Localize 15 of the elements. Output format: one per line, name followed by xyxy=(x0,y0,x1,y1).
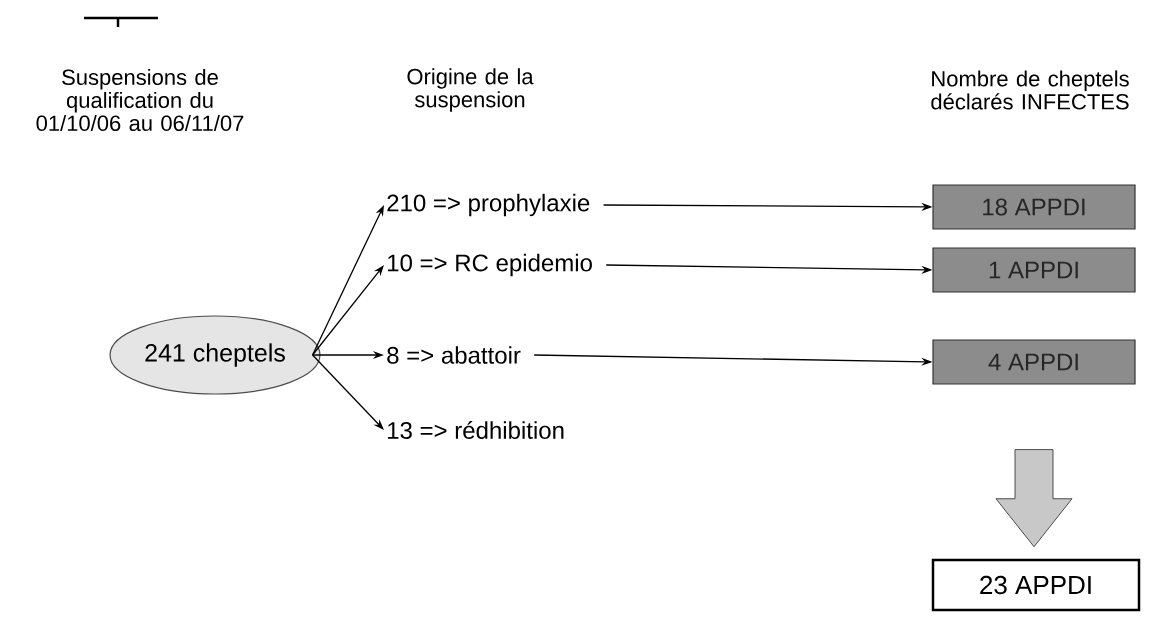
count-box: 18 APPDI xyxy=(932,184,1136,230)
origin-text: 10 => RC epidemio xyxy=(388,253,592,277)
origin-text: 210 => prophylaxie xyxy=(387,193,590,217)
ellipse-node: 241 cheptels xyxy=(109,315,321,395)
column-heading: Suspensions de qualification du 01/10/06 au 06/11/07 xyxy=(36,68,244,132)
total-box: 23 APPDI xyxy=(931,558,1141,612)
count-box: 4 APPDI xyxy=(932,339,1136,385)
count-box: 1 APPDI xyxy=(932,247,1136,293)
block-arrow xyxy=(995,449,1073,548)
column-heading: Origine de la suspension xyxy=(407,68,534,112)
origin-text: 13 => rédhibition xyxy=(388,421,564,439)
arrow xyxy=(311,265,384,356)
column-heading: Nombre de cheptels déclarés INFECTES xyxy=(931,70,1129,110)
origin-text: 8 => abattoir xyxy=(387,346,521,364)
arrow xyxy=(311,354,384,430)
